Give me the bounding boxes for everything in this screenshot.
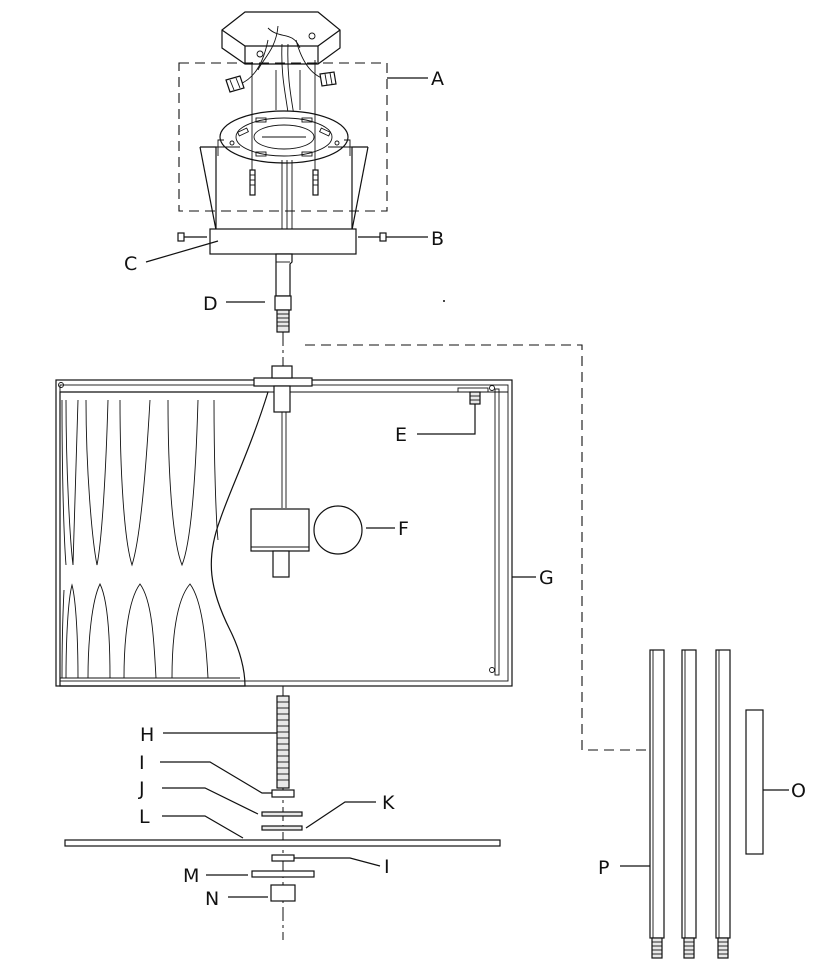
leader-i-upper [160,761,272,794]
stray-dot [443,300,445,302]
diffuser-plate [64,839,501,847]
label-n: N [205,888,219,910]
mounting-screw-right [312,60,319,196]
set-screw [469,391,481,405]
label-f: F [398,518,409,540]
label-a: A [431,68,444,90]
label-d: D [203,293,218,315]
upper-nut [271,789,295,798]
label-b: B [431,228,444,250]
label-p: P [598,857,609,879]
lower-nut [271,854,295,862]
leader-c [145,240,219,263]
label-i-upper: I [139,752,145,774]
mounting-screw-left [249,62,256,196]
leader-e [417,404,476,435]
leader-j [162,787,259,815]
label-e: E [395,424,407,446]
wire-nut-left [225,75,245,93]
junction-box [221,11,341,71]
canopy [209,160,357,255]
leader-k [305,801,376,829]
mounting-plate [219,110,349,164]
downrod-1 [649,649,665,959]
label-k: K [382,792,395,814]
label-h: H [140,724,154,746]
part-o-strip [745,709,764,855]
gasket [261,825,303,831]
canopy-screw-right [358,232,387,242]
label-j: J [138,778,145,800]
leader-l [162,815,244,839]
mounting-hardware-box [178,62,388,212]
leader-i-lower [294,857,381,867]
label-c: C [124,253,137,275]
label-l: L [139,806,150,828]
finial-base [251,870,315,878]
lamp-socket [250,508,310,578]
canopy-screw-left [177,232,207,242]
shade-fabric-cutaway [59,391,269,687]
downrod-2 [681,649,697,959]
wire-nut-right [319,71,337,87]
threaded-rod [276,695,290,789]
shade-frame [55,379,513,687]
washer [261,811,303,817]
label-g: G [539,567,554,589]
shade-top-hub [253,365,313,508]
label-m: M [183,865,199,887]
canopy-shell [199,139,369,231]
label-o: O [791,780,806,802]
light-bulb [313,505,363,555]
label-i-lower: I [384,856,390,878]
downrod-coupling [274,253,293,333]
downrod-3 [715,649,731,959]
finial [270,884,296,902]
